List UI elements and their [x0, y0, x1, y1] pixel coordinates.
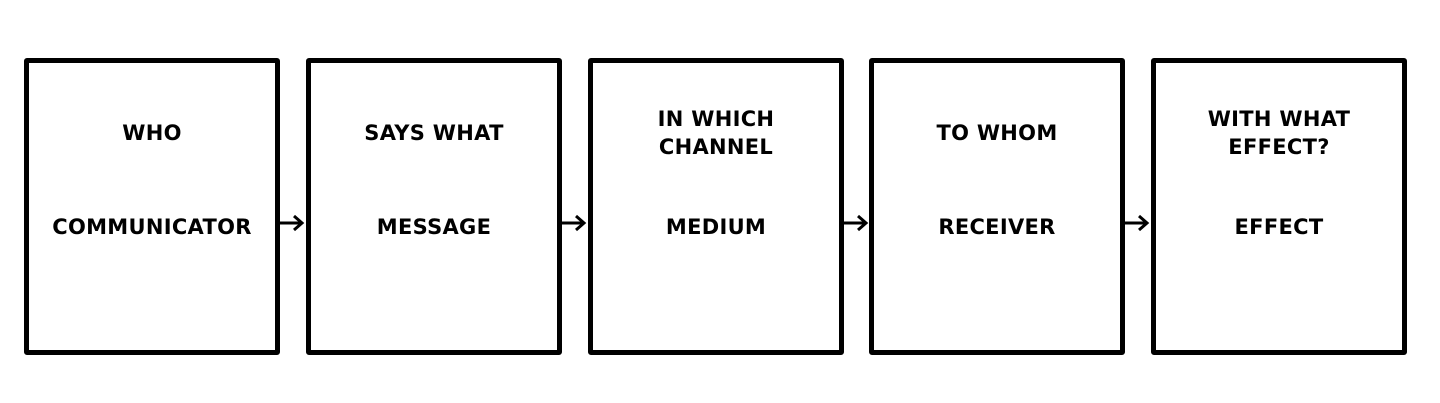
arrow-right-icon: [843, 213, 869, 233]
stage-question: WHO: [29, 63, 275, 203]
role-label-medium: MEDIUM: [665, 215, 767, 239]
role-label-receiver: RECEIVER: [938, 215, 1056, 239]
stage-question: TO WHOM: [874, 63, 1120, 203]
question-text-says-what: SAYS WHAT: [364, 121, 504, 145]
stage-question: WITH WHAT EFFECT?: [1156, 63, 1402, 203]
arrow-right-icon: [1124, 213, 1150, 233]
stage-question: SAYS WHAT: [311, 63, 557, 203]
stage-box-with-what-effect: WITH WHAT EFFECT? EFFECT: [1151, 58, 1407, 355]
question-text-with-what-effect: WITH WHAT EFFECT?: [1207, 107, 1351, 159]
stage-box-who: WHO COMMUNICATOR: [24, 58, 280, 355]
stage-box-to-whom: TO WHOM RECEIVER: [869, 58, 1125, 355]
role-label-message: MESSAGE: [376, 215, 492, 239]
arrow-right-icon: [279, 213, 305, 233]
role-label-communicator: COMMUNICATOR: [52, 215, 252, 239]
stage-box-says-what: SAYS WHAT MESSAGE: [306, 58, 562, 355]
question-text-to-whom: TO WHOM: [936, 121, 1058, 145]
stage-question: IN WHICH CHANNEL: [593, 63, 839, 203]
question-text-who: WHO: [122, 121, 182, 145]
arrow-right-icon: [561, 213, 587, 233]
role-label-effect: EFFECT: [1234, 215, 1324, 239]
question-text-in-which-channel: IN WHICH CHANNEL: [657, 107, 775, 159]
stage-box-in-which-channel: IN WHICH CHANNEL MEDIUM: [588, 58, 844, 355]
